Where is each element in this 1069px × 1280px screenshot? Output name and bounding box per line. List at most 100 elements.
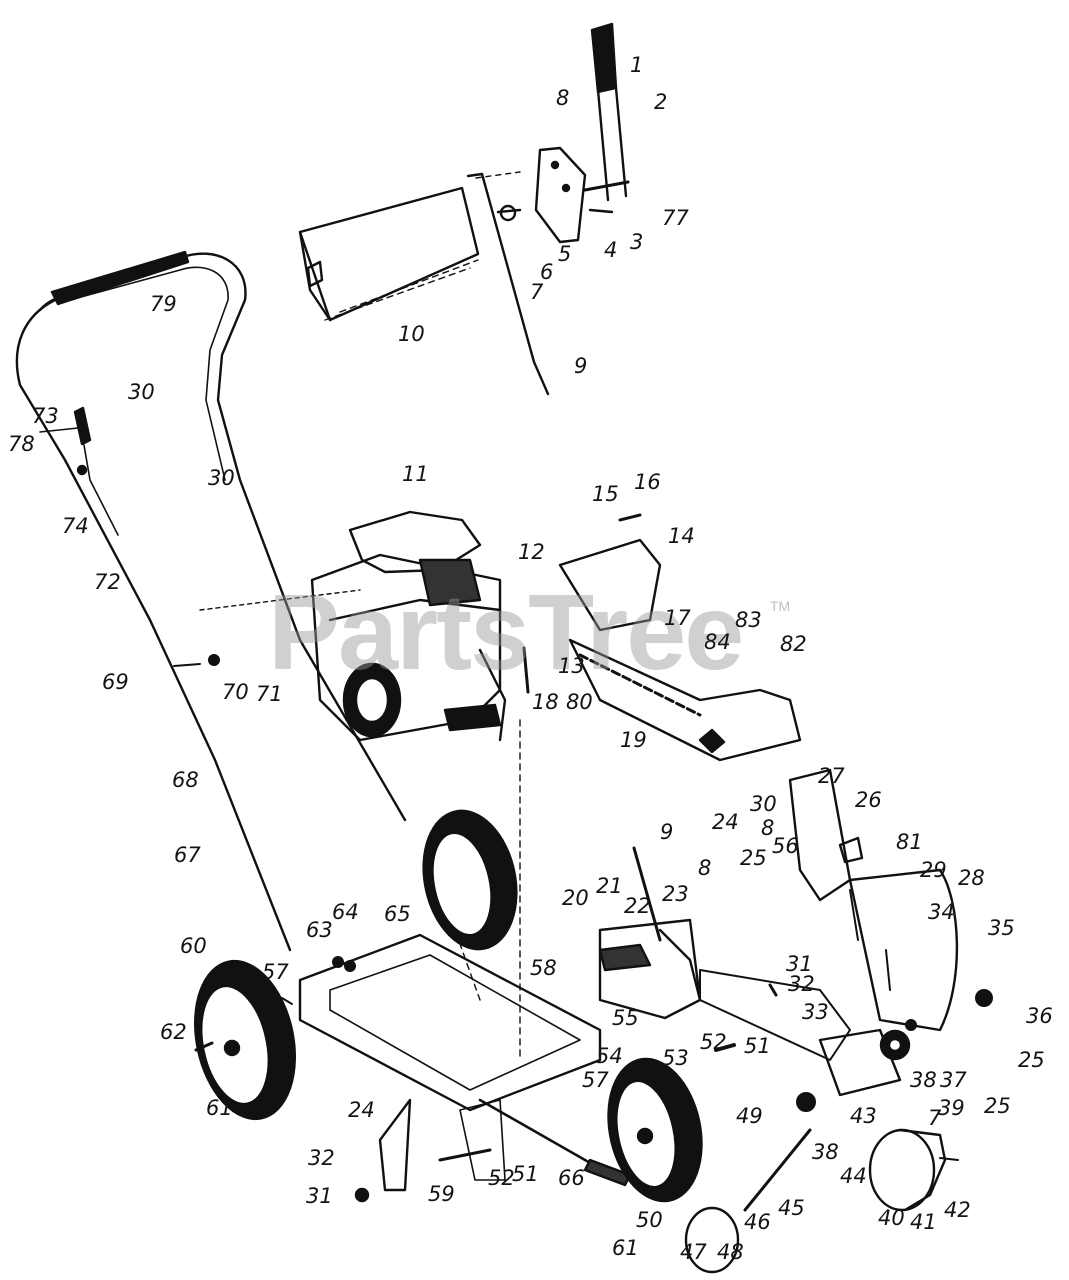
part-label: 30 bbox=[128, 380, 155, 404]
fasteners bbox=[173, 646, 993, 1161]
part-label: 31 bbox=[306, 1184, 333, 1208]
adjust-rod bbox=[466, 171, 550, 396]
part-label: 22 bbox=[624, 894, 651, 918]
blade-shaft bbox=[699, 868, 959, 1097]
part-label: 32 bbox=[788, 972, 815, 996]
part-label: 54 bbox=[596, 1044, 623, 1068]
bag-panel bbox=[298, 186, 480, 322]
part-label: 64 bbox=[332, 900, 359, 924]
part-label: 32 bbox=[308, 1146, 335, 1170]
part-label: 3 bbox=[630, 230, 644, 254]
part-label: 69 bbox=[102, 670, 129, 694]
part-label: 4 bbox=[604, 238, 618, 262]
part-label: 67 bbox=[174, 843, 201, 867]
depth-lever bbox=[496, 22, 630, 244]
lower-axle bbox=[354, 1098, 506, 1203]
part-label: 17 bbox=[664, 606, 691, 630]
pivot-bracket bbox=[598, 846, 702, 1020]
part-label: 62 bbox=[160, 1020, 187, 1044]
engine bbox=[310, 510, 507, 742]
part-label: 25 bbox=[740, 846, 767, 870]
part-label: 27 bbox=[818, 764, 845, 788]
part-label: 34 bbox=[928, 900, 955, 924]
deck-frame bbox=[298, 719, 632, 1187]
part-label: 8 bbox=[761, 816, 775, 840]
part-label: 25 bbox=[1018, 1048, 1045, 1072]
part-label: 5 bbox=[558, 242, 572, 266]
part-label: 14 bbox=[668, 524, 695, 548]
part-label: 10 bbox=[398, 322, 425, 346]
part-label: 12 bbox=[518, 540, 545, 564]
part-label: 65 bbox=[384, 902, 411, 926]
part-label: 8 bbox=[698, 856, 712, 880]
part-label: 74 bbox=[62, 514, 89, 538]
part-label: 29 bbox=[920, 858, 947, 882]
part-label: 41 bbox=[910, 1210, 937, 1234]
part-label: 51 bbox=[744, 1034, 771, 1058]
handle-bar bbox=[15, 250, 407, 952]
part-label: 38 bbox=[910, 1068, 937, 1092]
part-label: 81 bbox=[896, 830, 923, 854]
part-label: 84 bbox=[704, 630, 731, 654]
part-label: 6 bbox=[540, 260, 554, 284]
part-label: 80 bbox=[566, 690, 593, 714]
part-label: 61 bbox=[612, 1236, 639, 1260]
part-label: 30 bbox=[750, 792, 777, 816]
part-label: 15 bbox=[592, 482, 619, 506]
part-label: 83 bbox=[735, 608, 762, 632]
pulley-cover bbox=[684, 1128, 947, 1274]
part-label: 18 bbox=[532, 690, 559, 714]
blade-housing bbox=[558, 513, 802, 762]
part-label: 9 bbox=[574, 354, 588, 378]
part-label: 52 bbox=[488, 1166, 515, 1190]
part-label: 35 bbox=[988, 916, 1015, 940]
wheel-right-front bbox=[607, 1057, 703, 1203]
part-label: 25 bbox=[984, 1094, 1011, 1118]
part-label: 31 bbox=[786, 952, 813, 976]
part-label: 42 bbox=[944, 1198, 971, 1222]
part-label: 7 bbox=[530, 280, 544, 304]
part-label: 16 bbox=[634, 470, 661, 494]
part-label: 26 bbox=[855, 788, 882, 812]
part-label: 8 bbox=[556, 86, 570, 110]
part-label: 73 bbox=[32, 404, 59, 428]
part-label: 52 bbox=[700, 1030, 727, 1054]
part-label: 56 bbox=[772, 834, 799, 858]
watermark-tm: TM bbox=[770, 598, 791, 614]
part-label: 45 bbox=[778, 1196, 805, 1220]
part-label: 24 bbox=[712, 810, 739, 834]
part-label: 19 bbox=[620, 728, 647, 752]
part-label: 37 bbox=[940, 1068, 967, 1092]
part-label: 21 bbox=[596, 874, 623, 898]
part-label: 55 bbox=[612, 1006, 639, 1030]
wheel-left-front bbox=[193, 959, 297, 1121]
part-label: 9 bbox=[660, 820, 674, 844]
part-label: 82 bbox=[780, 632, 807, 656]
part-label: 2 bbox=[654, 90, 668, 114]
part-label: 43 bbox=[850, 1104, 877, 1128]
part-label: 57 bbox=[582, 1068, 609, 1092]
part-label: 63 bbox=[306, 918, 333, 942]
part-label: 66 bbox=[558, 1166, 585, 1190]
part-label: 68 bbox=[172, 768, 199, 792]
part-label: 24 bbox=[348, 1098, 375, 1122]
part-label: 39 bbox=[938, 1096, 965, 1120]
part-label: 79 bbox=[150, 292, 177, 316]
part-label: 33 bbox=[802, 1000, 829, 1024]
part-label: 46 bbox=[744, 1210, 771, 1234]
part-label: 36 bbox=[1026, 1004, 1053, 1028]
part-label: 28 bbox=[958, 866, 985, 890]
part-label: 38 bbox=[812, 1140, 839, 1164]
part-label: 47 bbox=[680, 1240, 707, 1264]
throttle-control bbox=[39, 406, 119, 536]
part-label: 7 bbox=[928, 1106, 942, 1130]
part-label: 49 bbox=[736, 1104, 763, 1128]
part-label: 13 bbox=[558, 654, 585, 678]
part-label: 71 bbox=[256, 682, 283, 706]
part-label: 11 bbox=[402, 462, 429, 486]
part-label: 77 bbox=[662, 206, 689, 230]
part-label: 59 bbox=[428, 1182, 455, 1206]
part-label: 78 bbox=[8, 432, 35, 456]
